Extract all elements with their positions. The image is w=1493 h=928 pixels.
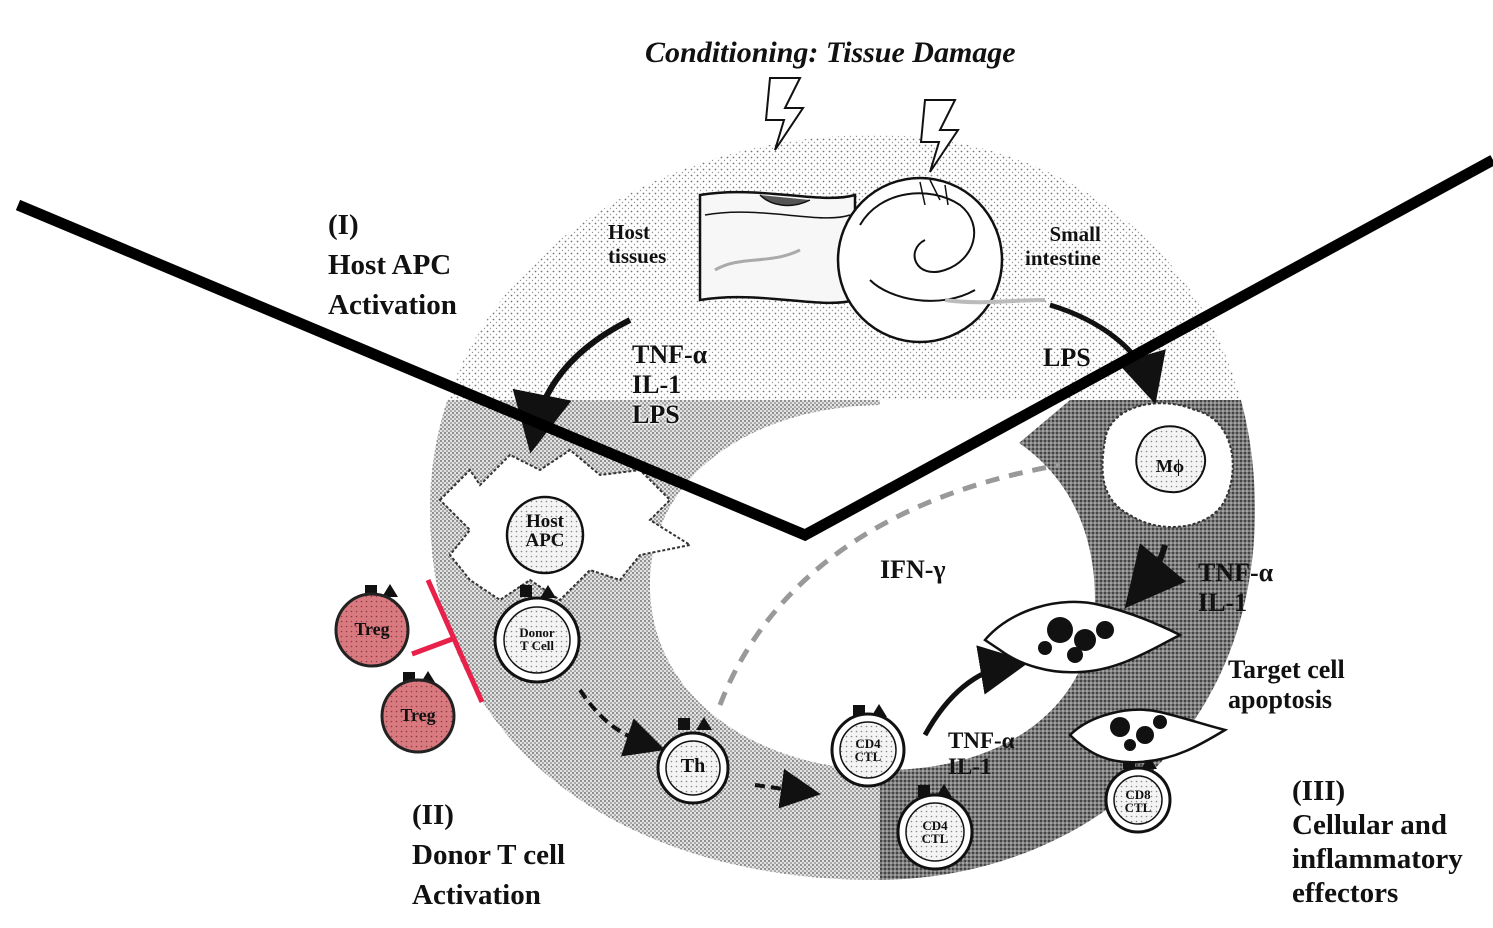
target-line2: apoptosis — [1228, 685, 1345, 715]
cytokine-lps: LPS — [632, 400, 707, 430]
phase-3-label: (III) Cellular and inflammatory effector… — [1292, 774, 1463, 910]
phase-3-line1: Cellular and — [1292, 808, 1463, 842]
phase3-il1: IL-1 — [1198, 588, 1273, 618]
ifn-gamma-label: IFN-γ — [880, 555, 946, 585]
phase-1-line2: Activation — [328, 285, 457, 325]
lps-label: LPS — [1043, 343, 1091, 373]
phase-3-number: (III) — [1292, 774, 1463, 808]
phase-1-number: (I) — [328, 205, 457, 245]
phase-2-line2: Activation — [412, 875, 565, 915]
cytokines-cd4: TNF-α IL-1 — [948, 728, 1015, 780]
small-intestine-line1: Small — [1025, 222, 1101, 246]
phase-2-line1: Donor T cell — [412, 835, 565, 875]
cd4-top-line2: CTL — [848, 750, 888, 763]
phase-1-label: (I) Host APC Activation — [328, 205, 457, 325]
cd8-line2: CTL — [1118, 801, 1158, 814]
host-apc-line1: Host — [510, 512, 580, 531]
phase-2-number: (II) — [412, 795, 565, 835]
lightning-bolt-icon — [766, 78, 803, 150]
cd4-ctl-bottom-label: CD4 CTL — [915, 819, 955, 845]
th-cell-label: Th — [673, 756, 713, 776]
macrophage-label: Mϕ — [1150, 457, 1190, 475]
cytokine-il1: IL-1 — [632, 370, 707, 400]
phase-3-line3: effectors — [1292, 876, 1463, 910]
cytokines-phase1: TNF-α IL-1 LPS — [632, 340, 707, 430]
phase-2-label: (II) Donor T cell Activation — [412, 795, 565, 915]
treg-inhibition-line — [412, 638, 455, 654]
ifn-gamma-dashed-arrow — [720, 465, 1060, 705]
host-tissues-line2: tissues — [608, 244, 666, 268]
cytokine-tnf: TNF-α — [632, 340, 707, 370]
page-title: Conditioning: Tissue Damage — [645, 36, 1016, 70]
small-intestine-line2: intestine — [1025, 246, 1101, 270]
target-apoptosis-label: Target cell apoptosis — [1228, 655, 1345, 715]
host-tissue-block — [700, 192, 855, 303]
arrow-cd4-to-target — [925, 665, 1010, 735]
cd4-bottom-line2: CTL — [915, 832, 955, 845]
cd4-ctl-top-label: CD4 CTL — [848, 737, 888, 763]
treg-1-label: Treg — [342, 620, 402, 638]
phase3-tnf: TNF-α — [1198, 558, 1273, 588]
target-line1: Target cell — [1228, 655, 1345, 685]
cd4-il1: IL-1 — [948, 754, 1015, 780]
phase-3-line2: inflammatory — [1292, 842, 1463, 876]
cytokines-phase3: TNF-α IL-1 — [1198, 558, 1273, 618]
cd8-ctl-label: CD8 CTL — [1118, 788, 1158, 814]
host-tissues-label: Host tissues — [608, 220, 666, 268]
donor-t-cell-label: Donor T Cell — [507, 626, 567, 652]
small-intestine-label: Small intestine — [1025, 222, 1101, 270]
phase-1-line1: Host APC — [328, 245, 457, 285]
cd4-tnf: TNF-α — [948, 728, 1015, 754]
treg-2-label: Treg — [388, 706, 448, 724]
host-apc-line2: APC — [510, 531, 580, 550]
host-tissues-line1: Host — [608, 220, 666, 244]
donor-t-line2: T Cell — [507, 639, 567, 652]
host-apc-label: Host APC — [510, 512, 580, 550]
